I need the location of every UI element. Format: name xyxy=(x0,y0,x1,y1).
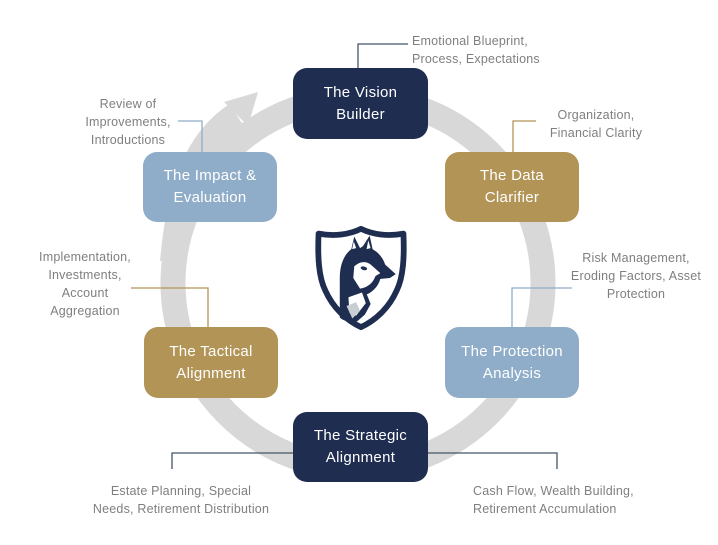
note-vision-builder: Emotional Blueprint, Process, Expectatio… xyxy=(412,34,540,67)
step-box-vision-builder: The Vision Builder xyxy=(293,68,428,139)
step-label-vision-builder: The Vision Builder xyxy=(323,83,398,123)
note-strategic-alignment-left: Estate Planning, Special Needs, Retireme… xyxy=(92,484,270,517)
connector-strategic-left xyxy=(171,452,293,469)
connector-tactical xyxy=(131,287,209,327)
step-label-protection-analysis: The Protection Analysis xyxy=(461,342,563,382)
step-box-protection-analysis: The Protection Analysis xyxy=(445,327,579,398)
note-tactical-alignment: Implementation, Investments, Account Agg… xyxy=(39,250,131,319)
step-box-impact-evaluation: The Impact & Evaluation xyxy=(143,152,277,222)
husky-shield-icon xyxy=(315,225,407,331)
connector-protection xyxy=(511,287,572,327)
connector-impact xyxy=(178,120,203,152)
note-protection-analysis: Risk Management, Eroding Factors, Asset … xyxy=(570,251,702,302)
cycle-arrowhead-icon xyxy=(224,92,258,126)
step-label-tactical-alignment: The Tactical Alignment xyxy=(169,342,253,382)
step-box-data-clarifier: The Data Clarifier xyxy=(445,152,579,222)
note-strategic-alignment-right: Cash Flow, Wealth Building, Retirement A… xyxy=(473,484,634,517)
step-box-strategic-alignment: The Strategic Alignment xyxy=(293,412,428,482)
connector-vision xyxy=(357,43,408,68)
connector-strategic-right xyxy=(428,452,558,469)
step-box-tactical-alignment: The Tactical Alignment xyxy=(144,327,278,398)
note-impact-evaluation: Review of Improvements, Introductions xyxy=(85,97,171,148)
step-label-data-clarifier: The Data Clarifier xyxy=(479,167,545,206)
step-label-impact-evaluation: The Impact & Evaluation xyxy=(163,167,257,206)
step-label-strategic-alignment: The Strategic Alignment xyxy=(313,427,408,466)
connector-data xyxy=(512,120,536,152)
note-data-clarifier: Organization, Financial Clarity xyxy=(549,108,643,141)
husky-shield-logo xyxy=(308,224,414,332)
